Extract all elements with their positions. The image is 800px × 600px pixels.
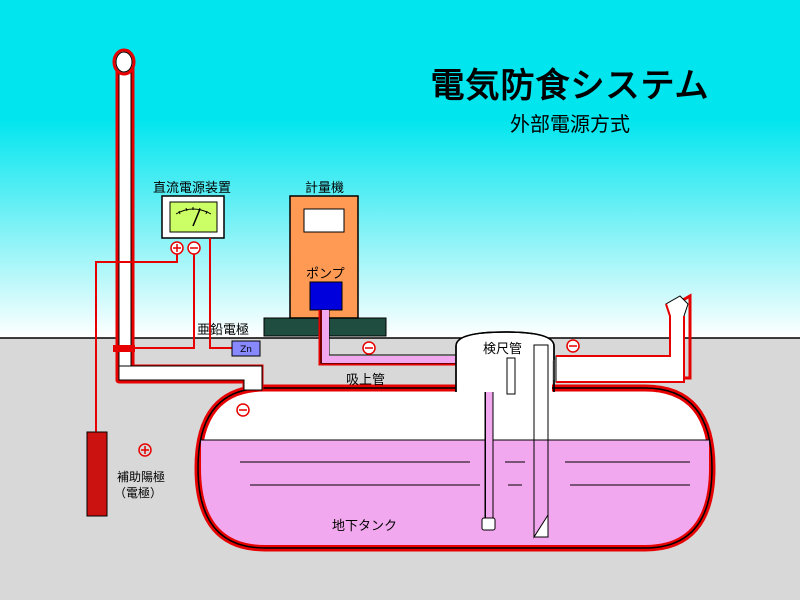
aux-anode-label: 補助陽極 (117, 470, 166, 484)
plus-terminal (170, 241, 184, 255)
zinc-electrode-label: 亜鉛電極 (197, 323, 250, 338)
wiring (95, 238, 232, 432)
minus-marker (236, 403, 250, 417)
pump-box (309, 281, 343, 311)
underground-tank (194, 384, 716, 552)
pump-label: ポンプ (306, 267, 345, 282)
minus-marker (362, 341, 376, 355)
dc-power-supply-label: 直流電源装置 (153, 181, 232, 196)
liquid-waves (240, 461, 690, 486)
aux-anode-sublabel: （電極） (114, 486, 163, 500)
minus-terminal (187, 241, 201, 255)
zinc-symbol: Zn (240, 345, 252, 355)
dipstick-pipe (533, 344, 549, 539)
fuel-dispenser (289, 195, 359, 319)
meter-face (169, 201, 218, 233)
minus-marker (566, 339, 580, 353)
vent-pipe (112, 48, 264, 391)
zinc-electrode (231, 340, 261, 357)
vent-connection-band (113, 345, 135, 352)
dipstick-pipe-label: 検尺管 (483, 342, 523, 357)
suction-pipe-label: 吸上管 (346, 373, 386, 388)
auxiliary-anode (86, 431, 108, 517)
meter-label: 計量機 (305, 181, 345, 196)
fill-pipe (555, 293, 692, 383)
anode-plus-icon (138, 443, 152, 457)
page-title: 電気防食システム (430, 66, 710, 106)
underground-tank-label: 地下タンク (332, 519, 398, 534)
tank-liquid (201, 440, 709, 545)
page-subtitle: 外部電源方式 (510, 112, 630, 136)
dc-power-supply (161, 195, 225, 239)
dispenser-display (303, 208, 345, 233)
